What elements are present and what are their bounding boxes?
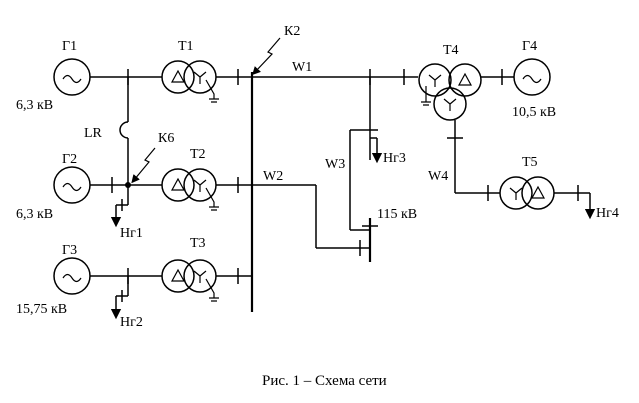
sine-icon: [62, 273, 82, 283]
reactor-label: LR: [84, 126, 103, 141]
ng3-label: Нг3: [383, 151, 406, 166]
w2-label: W2: [263, 169, 283, 184]
k2-label: К2: [284, 24, 300, 39]
g2-label: Г2: [62, 152, 77, 167]
g3-voltage: 15,75 кВ: [16, 302, 67, 317]
t4-label: Т4: [443, 43, 459, 58]
g1-voltage: 6,3 кВ: [16, 98, 53, 113]
figure-caption: Рис. 1 – Схема сети: [262, 373, 387, 389]
bus-115kv-label: 115 кВ: [377, 207, 417, 222]
generator-g2: [53, 166, 91, 204]
t2-label: Т2: [190, 147, 206, 162]
g3-label: Г3: [62, 243, 77, 258]
generator-g4: [513, 58, 551, 96]
fault-k2-icon: [252, 37, 281, 76]
t1-label: Т1: [178, 39, 194, 54]
transformer-t5: [499, 176, 555, 210]
g1-label: Г1: [62, 39, 77, 54]
t3-label: Т3: [190, 236, 206, 251]
k6-label: К6: [158, 131, 174, 146]
transformer-t1: [161, 60, 219, 103]
sine-icon: [522, 74, 542, 84]
w3-label: W3: [325, 157, 345, 172]
g4-label: Г4: [522, 39, 537, 54]
transformer-t4: [418, 63, 482, 121]
w4-label: W4: [428, 169, 448, 184]
reactor-lr: [119, 121, 129, 139]
g2-voltage: 6,3 кВ: [16, 207, 53, 222]
ng2-label: Нг2: [120, 315, 143, 330]
fault-k6-icon: [131, 147, 156, 184]
ng1-label: Нг1: [120, 226, 143, 241]
transformer-t2: [161, 168, 219, 211]
transformer-t3: [161, 259, 219, 302]
w1-label: W1: [292, 60, 312, 75]
sine-icon: [62, 74, 82, 84]
generator-g1: [53, 58, 91, 96]
generator-g3: [53, 257, 91, 295]
ng4-label: Нг4: [596, 206, 619, 221]
sine-icon: [62, 182, 82, 192]
t5-label: Т5: [522, 155, 538, 170]
g4-voltage: 10,5 кВ: [512, 105, 556, 120]
